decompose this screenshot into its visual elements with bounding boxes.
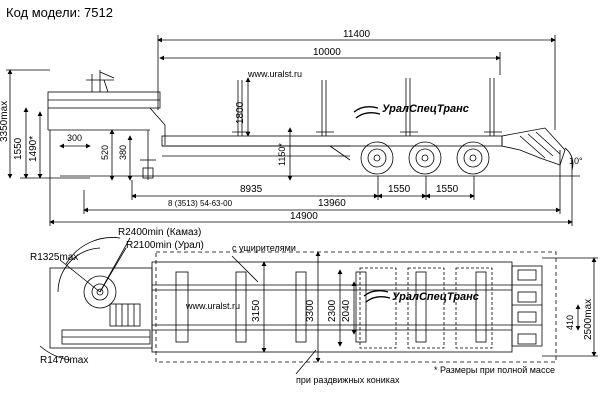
width-3300: 3300 [305, 299, 316, 322]
dim-520: 520 [100, 144, 110, 160]
dim-10000: 10000 [313, 47, 341, 58]
dim-1550-height: 1550 [13, 137, 24, 160]
widened-deck [155, 251, 557, 363]
rear-ramp [501, 127, 566, 166]
logo-side: УралСпецТранс [382, 103, 469, 115]
width-2040: 2040 [341, 299, 352, 322]
phone-number: 8 (3513) 54-63-00 [168, 199, 233, 208]
dim-8935: 8935 [240, 184, 263, 195]
footnote: * Размеры при полной массе [434, 365, 555, 375]
dim-380: 380 [118, 144, 128, 160]
width-2500max: 2500max [583, 298, 594, 340]
dim-300: 300 [67, 133, 83, 143]
sliding-bunks-label: при раздвижных кониках [296, 375, 400, 385]
width-3150: 3150 [251, 299, 262, 322]
dim-11400: 11400 [343, 29, 371, 40]
website-top: www.uralst.ru [186, 301, 241, 311]
dim-1550-b: 1550 [436, 184, 459, 195]
dim-1800: 1800 [235, 101, 246, 124]
width-2300: 2300 [327, 299, 338, 322]
logo-mark [353, 105, 391, 303]
logo-top: УралСпецТранс [392, 291, 479, 303]
rear-ramps [511, 265, 543, 347]
radius-ural: R2100min (Урал) [126, 240, 204, 251]
dim-1490: 1490* [28, 135, 39, 162]
dim-410: 410 [565, 314, 575, 330]
side-view [6, 35, 580, 226]
radius-1470: R1470max [40, 355, 89, 366]
dim-1150: 1150* [277, 143, 287, 166]
dim-14900: 14900 [290, 211, 318, 222]
dim-1550-a: 1550 [388, 184, 411, 195]
model-title: Код модели: 7512 [6, 5, 113, 20]
radius-1325: R1325max [30, 252, 79, 263]
ramp-angle: 10° [569, 156, 583, 166]
radius-kamaz: R2400min (Камаз) [118, 227, 202, 238]
fifth-wheel [83, 275, 117, 309]
dim-3350max: 3350max [0, 100, 10, 142]
website-side: www.uralst.ru [248, 69, 303, 79]
main-deck [161, 135, 503, 147]
with-wideners-label: с уширителями [232, 243, 296, 253]
top-view [39, 237, 598, 375]
rear-axles [360, 141, 490, 175]
dim-13960: 13960 [318, 198, 346, 209]
